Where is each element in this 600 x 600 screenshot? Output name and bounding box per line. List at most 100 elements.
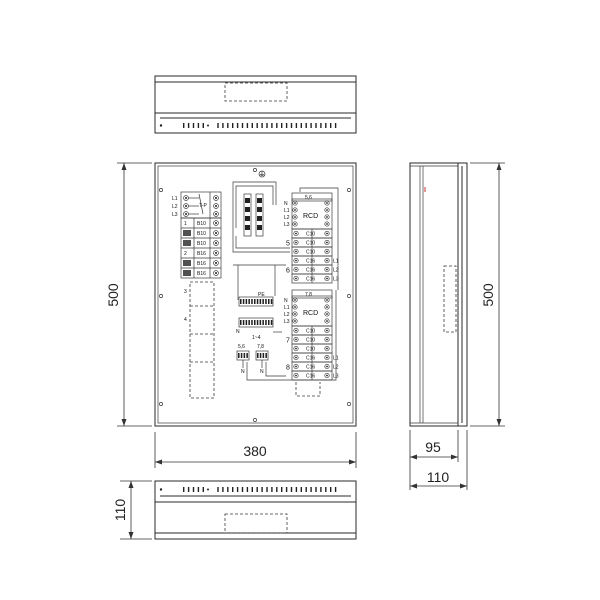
vent-slot	[285, 487, 288, 492]
terminal-screw-icon	[270, 299, 273, 304]
vent-slot	[266, 123, 268, 128]
bottom-depth: 110	[112, 499, 128, 522]
terminal-screw-icon	[293, 354, 299, 361]
right-spare-outline	[295, 382, 321, 397]
pe-terminal-bar	[238, 296, 274, 307]
vent-slot	[276, 487, 278, 492]
fuse-icon	[245, 198, 250, 203]
vent-slot	[320, 487, 322, 492]
vent-slot	[197, 123, 200, 128]
terminal-screw-icon	[293, 257, 299, 264]
terminal-screw-icon	[262, 320, 264, 325]
fuse-holder-left	[243, 193, 252, 237]
terminal-screw-icon	[324, 230, 330, 237]
fuse-icon	[257, 198, 262, 203]
terminal-screw-icon	[213, 270, 219, 276]
terminal-screw-icon	[238, 353, 240, 358]
terminal-screw-icon	[292, 207, 298, 213]
vent-slot	[290, 123, 293, 128]
vent-slot	[310, 123, 312, 128]
terminal-screw-icon	[240, 353, 243, 358]
depth-95: 95	[425, 439, 441, 455]
terminal-screw-icon	[242, 299, 245, 304]
terminal-screw-icon	[256, 320, 259, 325]
breaker-toggle-icon	[183, 270, 191, 276]
vent-slot	[266, 487, 268, 492]
group-1-4-label: 1~4	[252, 335, 261, 341]
vent-slot	[300, 123, 302, 128]
terminal-screw-icon	[257, 353, 259, 358]
rcd-input-label: L1	[284, 208, 290, 214]
vent-slot	[183, 123, 185, 128]
rcd-input-label: L2	[284, 312, 290, 318]
vent-slot	[334, 123, 337, 128]
bottom-view-hidden-bracket	[224, 513, 288, 534]
terminal-screw-icon	[213, 230, 219, 236]
group-7-8-label: 7,8	[257, 344, 264, 350]
vent-slot	[187, 487, 190, 492]
top-view-vents	[159, 123, 337, 128]
vent-slot	[251, 487, 253, 492]
rcd-header-box	[291, 192, 333, 202]
terminal-screw-icon	[293, 230, 299, 237]
circuit-rating: C10	[306, 241, 315, 247]
breaker-rating: B16	[197, 261, 206, 267]
vent-slot	[325, 487, 327, 492]
circuit-rating: C10	[306, 338, 315, 344]
bottom-n-label-1: N	[241, 369, 245, 375]
circuit-rating: C16	[306, 356, 315, 362]
circuit-rating: C16	[306, 259, 315, 265]
screw-icon	[207, 488, 209, 491]
terminal-screw-icon	[324, 221, 330, 227]
terminal-screw-icon	[324, 207, 330, 213]
terminal-screw-icon	[251, 320, 253, 325]
vent-slot	[320, 123, 322, 128]
vent-slot	[330, 487, 332, 492]
rcd-group-header: 7,8	[305, 292, 312, 298]
rcd-input-label: N	[284, 201, 288, 207]
circuit-phase-label: L1	[333, 356, 339, 362]
vent-slot	[325, 123, 327, 128]
terminal-screw-icon	[324, 311, 330, 317]
bottom-view	[154, 480, 357, 540]
terminal-screw-icon	[243, 353, 246, 358]
side-hidden-bracket	[443, 265, 457, 333]
vent-slot	[281, 487, 283, 492]
side-view	[409, 162, 468, 427]
rcd-input-label: L2	[284, 215, 290, 221]
rcd-input-label: L1	[284, 305, 290, 311]
rcd-label: RCD	[303, 213, 318, 220]
vent-slot	[192, 487, 195, 492]
terminal-screw-icon	[324, 363, 330, 370]
terminal-screw-icon	[293, 248, 299, 255]
vent-slot	[261, 487, 263, 492]
terminal-screw-icon	[262, 299, 264, 304]
terminal-screw-icon	[324, 345, 330, 352]
terminal-screw-icon	[324, 214, 330, 220]
breaker-rating: B16	[197, 271, 206, 277]
vent-slot	[295, 487, 298, 492]
circuit-rating: C10	[306, 232, 315, 238]
rcd-input-label: N	[284, 298, 288, 304]
rcd-input-label: L3	[284, 222, 290, 228]
group-3-label: 3	[184, 289, 187, 295]
fuse-icon	[257, 207, 262, 212]
terminal-screw-icon	[265, 320, 267, 325]
terminal-screw-icon	[324, 200, 330, 206]
fuse-icon	[257, 225, 262, 230]
circuit-rating: C16	[306, 374, 315, 380]
circuit-group-number: 8	[286, 365, 290, 372]
vent-slot	[236, 487, 239, 492]
terminal-screw-icon	[293, 345, 299, 352]
vent-slot	[315, 123, 317, 128]
circuit-phase-label: L3	[333, 277, 339, 283]
mounting-hole-icon	[347, 188, 351, 192]
n-label: N	[236, 329, 240, 335]
vent-slot	[246, 487, 249, 492]
top-view-outline	[154, 75, 357, 134]
circuit-phase-label: L2	[333, 268, 339, 274]
height-dimension: 500	[105, 283, 121, 307]
breaker-rating: B10	[197, 241, 206, 247]
